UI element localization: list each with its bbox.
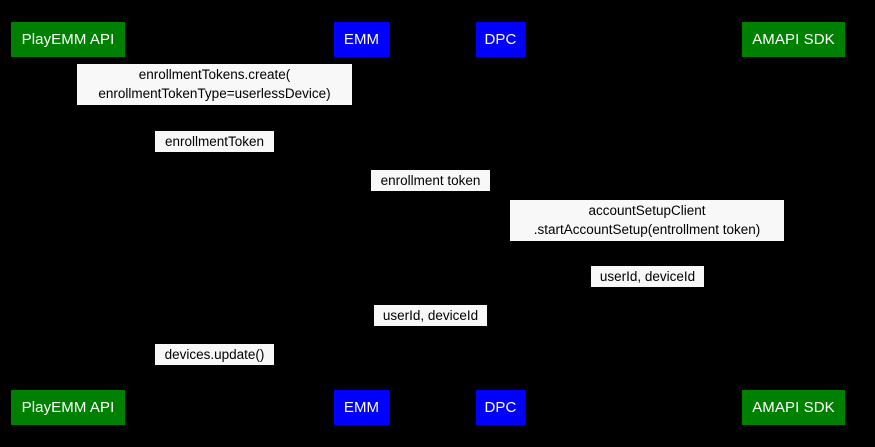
participant-playemm-api-top[interactable]: PlayEMM API (11, 22, 125, 57)
participant-label: EMM (343, 31, 380, 48)
participant-emm-bottom[interactable]: EMM (334, 390, 389, 425)
message-arrow-6 (361, 332, 500, 333)
participant-dpc-top[interactable]: DPC (476, 22, 525, 57)
message-label-5: userId, deviceId (591, 266, 704, 287)
message-label-6: userId, deviceId (374, 305, 487, 326)
participant-playemm-api-bottom[interactable]: PlayEMM API (11, 390, 125, 425)
participant-label: EMM (343, 399, 380, 416)
participant-emm-top[interactable]: EMM (334, 22, 389, 57)
participant-label: AMAPI SDK (752, 399, 835, 416)
message-arrowhead-3 (492, 194, 500, 202)
message-arrow-3 (361, 197, 500, 198)
participant-label: DPC (484, 31, 517, 48)
message-arrowhead-2 (353, 155, 361, 163)
participant-label: PlayEMM API (21, 399, 115, 416)
message-label-2: enrollmentToken (155, 131, 274, 152)
participant-amapi-sdk-top[interactable]: AMAPI SDK (742, 22, 845, 57)
message-arrow-4 (500, 246, 793, 247)
message-arrowhead-1 (68, 107, 76, 115)
message-arrow-2 (68, 158, 361, 159)
participant-label: PlayEMM API (21, 31, 115, 48)
message-arrow-1 (68, 110, 361, 111)
message-label-4: accountSetupClient .startAccountSetup(en… (510, 200, 784, 241)
message-arrowhead-7 (68, 368, 76, 376)
participant-amapi-sdk-bottom[interactable]: AMAPI SDK (742, 390, 845, 425)
message-arrowhead-6 (361, 329, 369, 337)
participant-label: AMAPI SDK (752, 31, 835, 48)
message-arrow-7 (68, 371, 361, 372)
message-arrowhead-4 (785, 243, 793, 251)
participant-label: DPC (484, 399, 517, 416)
message-arrow-5 (500, 293, 793, 294)
lifeline-amapi-sdk (793, 57, 794, 390)
lifeline-emm (361, 57, 362, 390)
message-arrowhead-5 (500, 290, 508, 298)
participant-dpc-bottom[interactable]: DPC (476, 390, 525, 425)
message-label-1: enrollmentTokens.create( enrollmentToken… (77, 64, 352, 105)
lifeline-dpc (500, 57, 501, 390)
lifeline-playemm-api (68, 57, 69, 390)
message-label-7: devices.update() (155, 344, 274, 365)
message-label-3: enrollment token (371, 170, 490, 191)
